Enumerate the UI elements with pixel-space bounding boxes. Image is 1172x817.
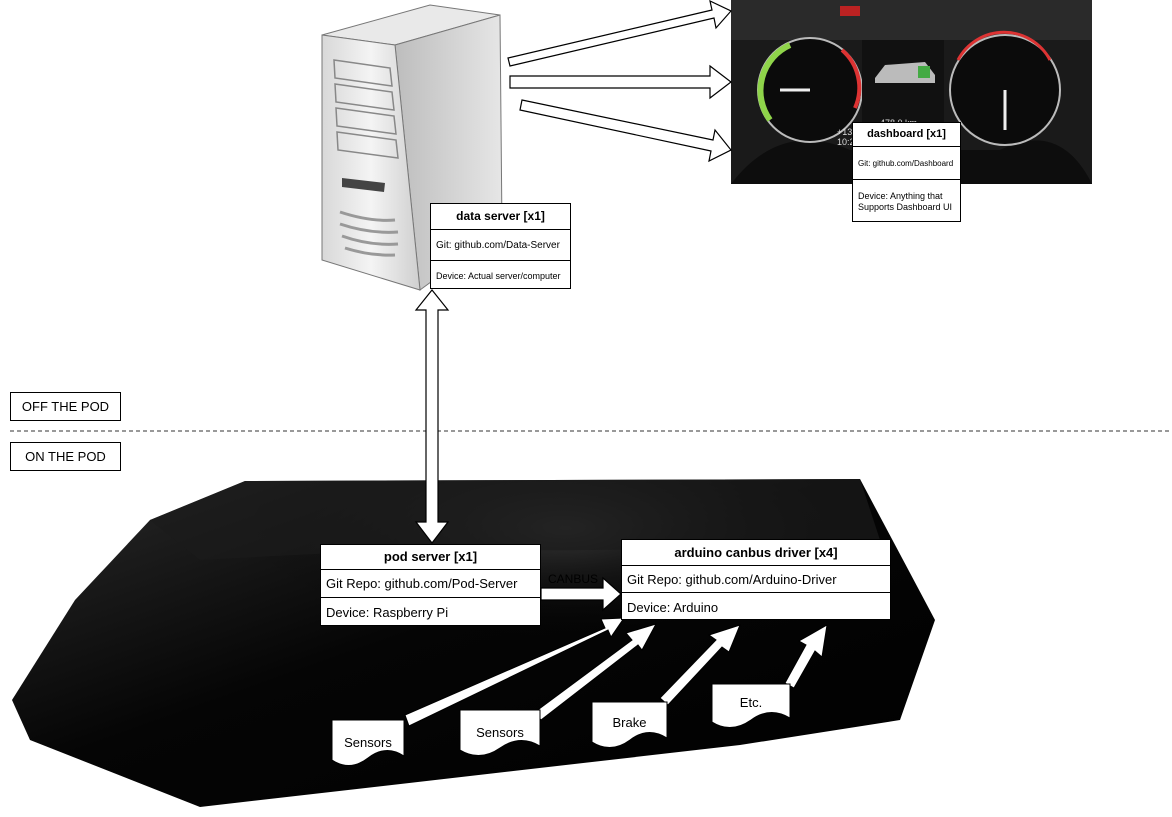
pod-server-box: pod server [x1] Git Repo: github.com/Pod…: [320, 544, 541, 626]
arrow-brake-to-arduino: [659, 624, 741, 706]
arduino-driver-git: Git Repo: github.com/Arduino-Driver: [622, 566, 890, 593]
pod-server-title: pod server [x1]: [321, 545, 540, 570]
dashboard-git: Git: github.com/Dashboard: [853, 147, 960, 180]
canbus-label: CANBUS: [548, 572, 599, 586]
pod-server-git: Git Repo: github.com/Pod-Server: [321, 570, 540, 598]
data-server-title: data server [x1]: [431, 204, 570, 230]
arrow-canbus: [540, 576, 622, 612]
arrow-server-to-dashboard-3: [519, 99, 732, 163]
arduino-driver-title: arduino canbus driver [x4]: [622, 540, 890, 566]
input-label-brake: Brake: [612, 715, 647, 730]
on-the-pod-label: ON THE POD: [10, 442, 121, 471]
arrow-sensors-1-to-arduino: [404, 617, 625, 727]
data-server-git: Git: github.com/Data-Server: [431, 230, 570, 261]
dashboard-title: dashboard [x1]: [853, 123, 960, 147]
input-label-sensors-1: Sensors: [344, 735, 392, 750]
input-shape-brake: [591, 701, 668, 748]
data-server-device: Device: Actual server/computer: [436, 270, 561, 281]
off-the-pod-label: OFF THE POD: [10, 392, 121, 421]
data-server-box: data server [x1] Git: github.com/Data-Se…: [430, 203, 571, 289]
pod-body-image: [12, 479, 935, 807]
input-shape-sensors-1: [331, 719, 405, 766]
input-shape-sensors-2: [459, 709, 541, 756]
arrow-server-to-dashboard-1: [507, 0, 732, 67]
arduino-driver-device: Device: Arduino: [627, 599, 719, 615]
arduino-driver-box: arduino canbus driver [x4] Git Repo: git…: [621, 539, 891, 620]
input-label-sensors-2: Sensors: [476, 725, 524, 740]
dashboard-device: Device: Anything that Supports Dashboard…: [858, 190, 953, 212]
pod-server-device: Device: Raspberry Pi: [326, 605, 449, 620]
arrow-server-to-dashboard-2: [509, 64, 732, 100]
arrow-sensors-2-to-arduino: [534, 623, 658, 721]
arrow-etc-to-arduino: [784, 624, 828, 689]
input-label-etc: Etc.: [739, 695, 763, 710]
dashboard-box: dashboard [x1] Git: github.com/Dashboard…: [852, 122, 961, 222]
input-shape-etc: [711, 683, 791, 728]
dash-temp-readout: +13.0°: [837, 127, 864, 137]
arrow-data-server-pod-server: [414, 289, 450, 544]
